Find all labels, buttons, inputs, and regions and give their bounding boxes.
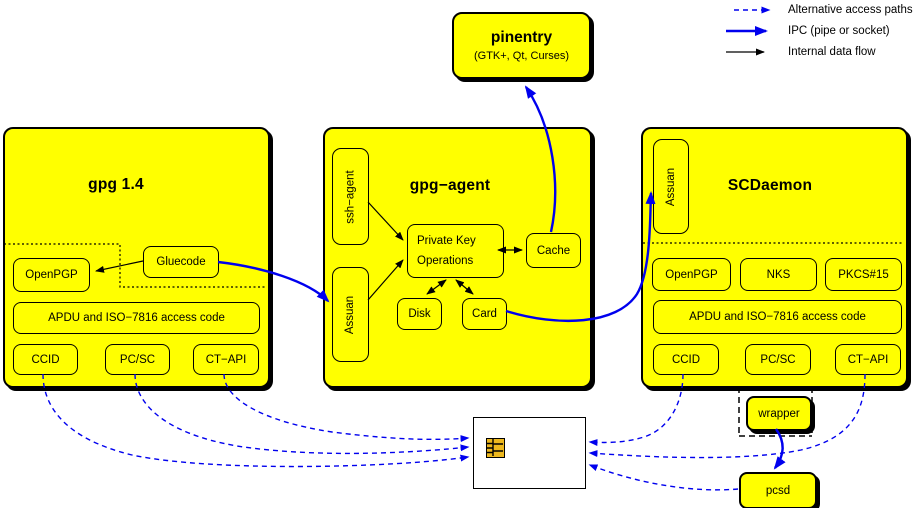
pinentry-title: pinentry (490, 29, 553, 46)
edge-alt-pcsd-smartcard (588, 464, 739, 491)
gpg-agent-cache-node: Cache (526, 233, 581, 268)
gpg14-ctapi-label: CT−API (205, 353, 247, 366)
gpg14-ccid-node: CCID (13, 344, 78, 375)
wrapper-label: wrapper (758, 407, 800, 420)
wrapper-dashed-enclosure (738, 387, 813, 437)
gpg14-ctapi-node: CT−API (193, 344, 259, 375)
edge-alt-gpg14-ccid-smartcard (42, 373, 470, 468)
pinentry-box: pinentry (GTK+, Qt, Curses) (452, 12, 591, 79)
edge-ipc-gluecode-gpgagent-assuan (217, 260, 330, 303)
scdaemon-ccid-node: CCID (653, 344, 719, 375)
edge-alt-scdaemon-ccid-smartcard (588, 373, 684, 446)
gpg14-openpgp-node: OpenPGP (13, 258, 90, 292)
gpg14-gluecode-node: Gluecode (143, 246, 219, 278)
pinentry-subtitle: (GTK+, Qt, Curses) (473, 50, 570, 62)
scdaemon-nks-node: NKS (740, 258, 817, 291)
edge-ipc-wrapper-pcsd (773, 428, 786, 470)
gpg-agent-ssh-agent-node: ssh−agent (332, 148, 369, 245)
legend-label-internal: Internal data flow (788, 46, 876, 58)
scdaemon-assuan-node: Assuan (653, 139, 689, 234)
edge-assuan-pko (367, 259, 404, 301)
gpg-agent-assuan-node: Assuan (332, 267, 369, 362)
scdaemon-ccid-label: CCID (671, 353, 701, 366)
edge-pko-card (455, 279, 474, 295)
pko-label-line1: Private Key (417, 235, 476, 247)
scdaemon-nks-label: NKS (766, 268, 791, 281)
scdaemon-pcsc-node: PC/SC (745, 344, 811, 375)
gpg14-gluecode-label: Gluecode (156, 256, 206, 268)
gpg-agent-card-node: Card (462, 298, 507, 330)
edge-gluecode-openpgp (95, 260, 144, 273)
scdaemon-title: SCDaemon (727, 177, 813, 194)
scdaemon-pcsc-label: PC/SC (760, 353, 796, 366)
scdaemon-apdu-label: APDU and ISO−7816 access code (689, 311, 866, 323)
wrapper-node: wrapper (746, 396, 812, 431)
gpg14-ccid-label: CCID (31, 353, 60, 366)
scdaemon-ctapi-label: CT−API (847, 353, 889, 366)
gpg14-openpgp-label: OpenPGP (25, 269, 78, 281)
scdaemon-openpgp-label: OpenPGP (665, 268, 718, 281)
smartcard (473, 417, 586, 489)
edge-ipc-cache-pinentry (524, 85, 557, 233)
gpg14-apdu-node: APDU and ISO−7816 access code (13, 302, 260, 334)
gpg-agent-disk-label: Disk (408, 308, 431, 320)
scdaemon-apdu-node: APDU and ISO−7816 access code (653, 300, 902, 334)
private-key-operations-node: Private Key Operations (407, 224, 504, 278)
scdaemon-openpgp-node: OpenPGP (652, 258, 731, 291)
gpg14-pcsc-node: PC/SC (105, 344, 170, 375)
pko-label-line2: Operations (417, 255, 474, 267)
scdaemon-ctapi-node: CT−API (835, 344, 901, 375)
gpg14-apdu-label: APDU and ISO−7816 access code (48, 312, 225, 324)
legend-label-ipc: IPC (pipe or socket) (788, 25, 890, 37)
scdaemon-pkcs15-node: PKCS#15 (825, 258, 902, 291)
gpg14-dotted-divider (4, 243, 265, 288)
legend-label-alternative: Alternative access paths (788, 4, 913, 16)
gpg-agent-cache-label: Cache (536, 244, 571, 257)
smartcard-chip-icon (486, 438, 505, 458)
pcsd-label: pcsd (765, 484, 791, 497)
edge-sshagent-pko (367, 201, 404, 241)
gpg-agent-disk-node: Disk (397, 298, 442, 330)
edge-alt-gpg14-ctapi-smartcard (223, 373, 470, 443)
gpg-agent-title: gpg−agent (409, 177, 491, 194)
gpg14-pcsc-label: PC/SC (119, 353, 156, 366)
edge-pko-disk (426, 279, 447, 295)
edge-ipc-card-scdaemon-assuan (505, 191, 656, 323)
edge-alt-gpg14-pcsc-smartcard (134, 373, 470, 455)
edge-alt-scdaemon-ctapi-smartcard (588, 373, 866, 459)
scdaemon-pkcs15-label: PKCS#15 (838, 268, 889, 281)
gpg14-title: gpg 1.4 (88, 176, 144, 193)
gpg-agent-card-label: Card (472, 308, 497, 320)
